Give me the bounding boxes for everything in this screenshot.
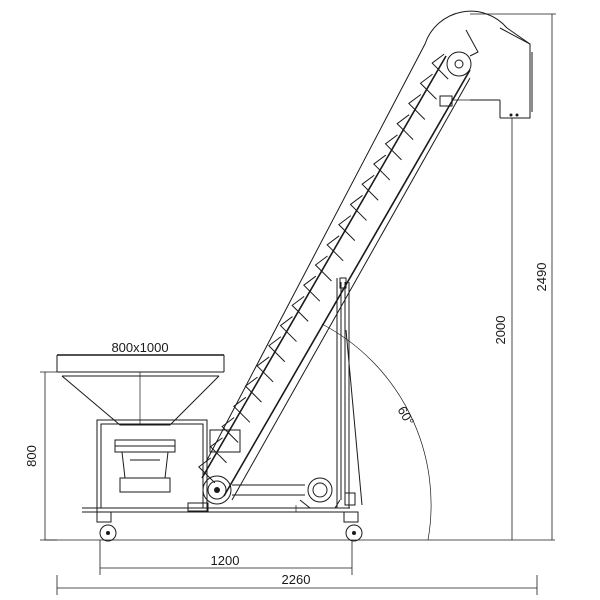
bucket [349,195,367,221]
bucket [256,356,274,383]
dimension-lines [40,13,556,595]
bucket-group [198,53,449,484]
incline-casing [205,10,531,501]
hopper-size-label: 800x1000 [111,340,168,355]
bucket [268,336,286,363]
bucket [338,215,356,241]
castor-wheels [96,511,363,542]
frame-stand [82,419,350,513]
bucket [314,255,332,282]
dim-hopper-height-label: 800 [24,445,39,467]
bucket [303,275,321,302]
dim-total-height-label: 2490 [534,263,549,292]
feed-hopper [56,354,225,426]
discharge-head [439,27,533,119]
dim-base-length-label: 1200 [211,553,240,568]
bucket [431,53,449,80]
dim-total-length-label: 2260 [282,572,311,587]
bucket [396,114,414,141]
bucket [233,396,251,423]
angle-indicator [321,323,432,541]
bucket [244,376,262,403]
bucket [408,94,426,120]
angle-label: 60° [394,403,417,428]
bucket [361,174,379,201]
bucket [291,295,309,322]
drive-motor [232,477,341,509]
bucket [373,154,391,181]
bucket [221,417,239,443]
bucket [419,73,437,100]
support-struts [336,277,363,508]
dim-discharge-height-label: 2000 [493,316,508,345]
tail-pulley [202,475,232,505]
bucket [384,134,402,161]
conveyor-belt [201,51,472,497]
bucket [326,235,344,262]
bucket [279,316,297,342]
